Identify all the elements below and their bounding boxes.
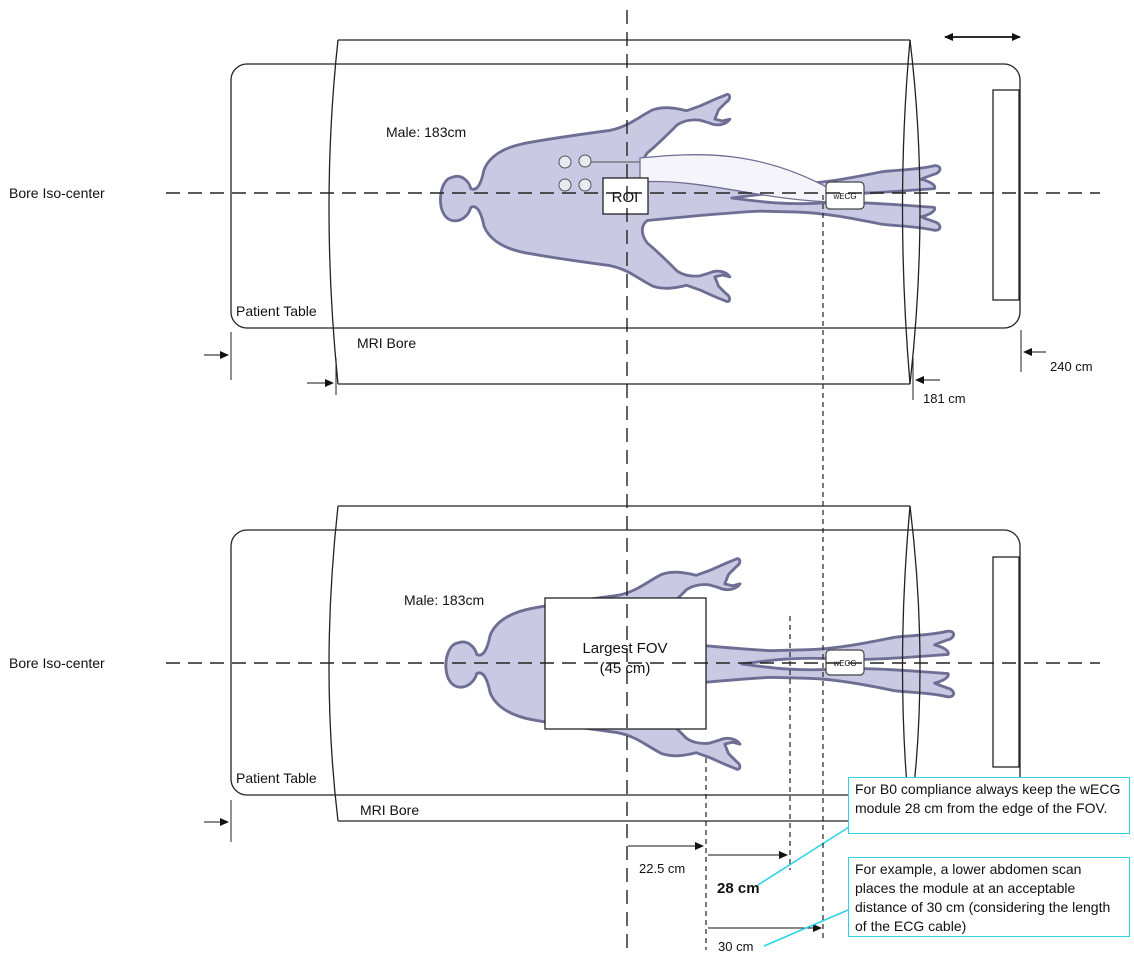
top-bore-left-ellipse xyxy=(329,40,338,384)
top-table-label: Patient Table xyxy=(236,303,317,319)
bottom-bore-label: MRI Bore xyxy=(360,802,419,818)
bottom-iso-center-label: Bore Iso-center xyxy=(9,655,105,671)
example-callout-text: For example, a lower abdomen scan places… xyxy=(855,861,1110,934)
bottom-dim-30: 30 cm xyxy=(718,939,753,954)
top-human-silhouette xyxy=(440,94,940,301)
top-height-label: Male: 183cm xyxy=(386,124,466,140)
compliance-callout: For B0 compliance always keep the wECG m… xyxy=(848,777,1130,834)
bottom-dim-22-5: 22.5 cm xyxy=(639,861,685,876)
top-bore-label: MRI Bore xyxy=(357,335,416,351)
top-dim-181: 181 cm xyxy=(923,391,966,406)
top-table-end-block xyxy=(993,90,1019,300)
compliance-callout-text: For B0 compliance always keep the wECG m… xyxy=(855,781,1120,816)
bottom-dim-28: 28 cm xyxy=(717,880,760,897)
bottom-table-label: Patient Table xyxy=(236,770,317,786)
bottom-fov-label-line1: Largest FOV xyxy=(582,640,667,657)
top-roi-label: ROI xyxy=(612,189,639,206)
callout-leader-compliance xyxy=(758,820,860,885)
top-dim-240: 240 cm xyxy=(1050,359,1093,374)
bottom-table-end-block xyxy=(993,557,1019,767)
example-callout: For example, a lower abdomen scan places… xyxy=(848,857,1130,937)
top-iso-center-label: Bore Iso-center xyxy=(9,185,105,201)
top-panel: ROI wECG Bore Iso-center Male: 183cm Pat… xyxy=(9,37,1100,406)
bottom-height-label: Male: 183cm xyxy=(404,592,484,608)
